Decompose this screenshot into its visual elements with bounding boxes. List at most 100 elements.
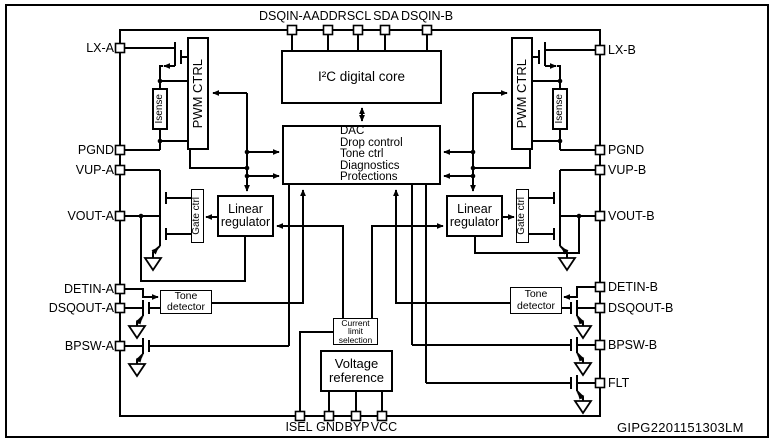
- pin-addr: [322, 24, 334, 36]
- fet-dsqout-b: [562, 300, 600, 316]
- pin-label-sda: SDA: [373, 9, 399, 23]
- wire-isense-b-pgnd: [533, 130, 600, 151]
- pin-label-bpsw-a: BPSW-A: [64, 339, 114, 353]
- ground-icon: [573, 325, 593, 340]
- gate-ctrl-b-label: Gate ctrl: [516, 197, 528, 235]
- fet-bpsw-b: [412, 337, 600, 353]
- pwm-ctrl-b-label: PWM CTRL: [513, 58, 529, 129]
- arrow-bpsw-b-fet: [577, 354, 585, 362]
- pin-label-addr: ADDR: [311, 9, 347, 23]
- fet-a1-gate: [180, 50, 187, 64]
- wires: [120, 34, 600, 412]
- pin-dsqin-b: [421, 24, 433, 36]
- block-tone-detector-b: Tone detector: [510, 287, 562, 314]
- pin-lx-a: [114, 42, 126, 54]
- pin-gnd: [323, 410, 335, 422]
- pin-label-dsqout-b: DSQOUT-B: [608, 301, 674, 315]
- pin-detin-a: [114, 283, 126, 295]
- wire-isel: [299, 331, 333, 412]
- figure-frame: [5, 4, 769, 438]
- pin-label-vout-b: VOUT-B: [608, 209, 655, 223]
- wire-a-feedback-rail: [140, 216, 246, 282]
- pin-vcc: [376, 410, 388, 422]
- arrow-dsqout-a-fet: [135, 317, 143, 325]
- pin-label-flt: FLT: [608, 376, 630, 390]
- pin-pgnd-b: [594, 144, 606, 156]
- fet-b23-gates: [529, 192, 555, 240]
- pin-lx-b: [594, 44, 606, 56]
- wire-top-pins: [291, 34, 428, 50]
- pin-label-detin-b: DETIN-B: [608, 280, 658, 294]
- block-isense-b: Isense: [552, 88, 568, 130]
- ground-symbols: [127, 257, 593, 415]
- pin-label-isel: ISEL: [285, 420, 313, 434]
- pin-vup-a: [114, 164, 126, 176]
- wire-isense-a-pgnd: [120, 130, 187, 151]
- wire-vref-pins: [328, 392, 383, 412]
- pin-sda: [379, 24, 391, 36]
- pin-bpsw-a: [114, 340, 126, 352]
- block-tone-detector-a: Tone detector: [160, 290, 212, 314]
- pin-dsqout-a: [114, 302, 126, 314]
- ground-icon: [557, 257, 577, 272]
- pin-label-dsqin-a: DSQIN-A: [258, 9, 312, 23]
- pin-label-vcc: VCC: [370, 420, 398, 434]
- arrow-flt-fet: [577, 392, 585, 400]
- pin-pgnd-a: [114, 144, 126, 156]
- arrow-dsqout-b-fet: [577, 317, 585, 325]
- isense-b-label: Isense: [553, 94, 565, 124]
- block-i2c-core: I²C digital core: [281, 50, 442, 104]
- wire-a1-source: [159, 65, 163, 88]
- isense-a-label: Isense: [153, 94, 165, 124]
- pin-squares: [114, 24, 606, 422]
- arrow-b3-fet: [561, 247, 569, 255]
- pin-label-vout-a: VOUT-A: [67, 209, 114, 223]
- ground-icon: [143, 257, 163, 272]
- dac-control-labels: DAC Drop control Tone ctrl Diagnostics P…: [340, 125, 403, 184]
- wire-b-feedback-rail: [474, 216, 580, 254]
- arrow-detin-b: [563, 286, 600, 300]
- block-isense-a: Isense: [152, 88, 168, 130]
- pin-dsqin-a: [286, 24, 298, 36]
- pin-label-dsqin-b: DSQIN-B: [400, 9, 454, 23]
- wire-pwmb-out: [473, 150, 531, 169]
- ground-icon: [573, 400, 593, 415]
- pin-vout-a: [114, 210, 126, 222]
- pin-label-dsqout-a: DSQOUT-A: [48, 301, 114, 315]
- arrow-curlim-to-linrega: [276, 223, 344, 318]
- pin-dsqout-b: [594, 302, 606, 314]
- block-pwm-ctrl-a: PWM CTRL: [187, 37, 209, 150]
- pin-label-pgnd-a: PGND: [77, 143, 114, 157]
- pin-label-pgnd-b: PGND: [608, 143, 645, 157]
- ground-icon: [127, 325, 147, 340]
- pin-vout-b: [594, 210, 606, 222]
- pin-label-gnd: GND: [316, 420, 344, 434]
- pin-bpsw-b: [594, 339, 606, 351]
- fet-b1-gate: [533, 50, 540, 64]
- figure-code: GIPG2201151303LM: [617, 420, 744, 435]
- fet-a23-gates: [165, 192, 191, 240]
- pin-byp: [350, 410, 362, 422]
- block-voltage-reference: Voltage reference: [320, 350, 393, 392]
- block-current-limit-selection: Current limit selection: [333, 318, 378, 345]
- gate-ctrl-a-label: Gate ctrl: [191, 197, 203, 235]
- junction-dots: [138, 78, 582, 219]
- block-dac-control: DAC Drop control Tone ctrl Diagnostics P…: [282, 125, 441, 185]
- block-gate-ctrl-b: Gate ctrl: [516, 189, 529, 243]
- block-linear-regulator-b: Linear regulator: [446, 195, 503, 237]
- fet-flt: [426, 375, 600, 391]
- wire-pwma-out: [189, 150, 247, 169]
- pin-label-bpsw-b: BPSW-B: [608, 338, 658, 352]
- arrow-curlim-to-linregb: [371, 223, 444, 318]
- arrow-a3-fet: [151, 247, 159, 255]
- pin-label-vup-b: VUP-B: [608, 163, 647, 177]
- pin-label-detin-a: DETIN-A: [64, 282, 114, 296]
- pin-detin-b: [594, 281, 606, 293]
- pin-label-scl: SCL: [346, 9, 372, 23]
- block-pwm-ctrl-b: PWM CTRL: [511, 37, 533, 150]
- pin-label-lx-a: LX-A: [86, 41, 114, 55]
- wire-vupb-stack: [559, 169, 600, 246]
- ground-icon: [127, 363, 147, 378]
- fet-dsqout-a: [120, 300, 160, 316]
